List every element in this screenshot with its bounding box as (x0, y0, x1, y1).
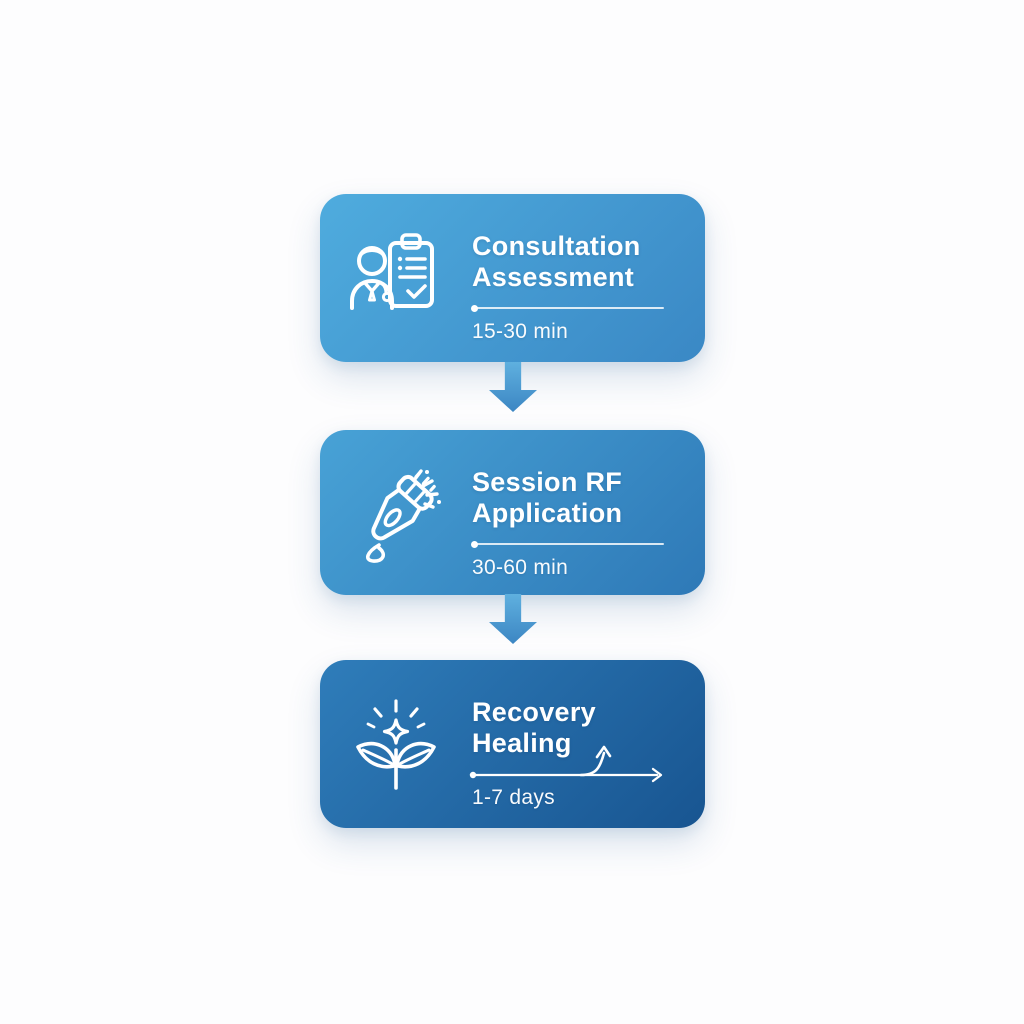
step-card-recovery: Recovery Healing 1-7 days (320, 660, 705, 828)
step-title: Session RF Application (472, 467, 623, 528)
step-duration: 30-60 min (472, 556, 569, 579)
plant-sparkle-icon (346, 694, 446, 794)
progress-arrow-icon (469, 745, 663, 783)
step-card-session-rf: Session RF Application 30-60 min (320, 430, 705, 595)
step-card-consultation: Consultation Assessment 15-30 min (320, 194, 705, 362)
step-title: Consultation Assessment (472, 231, 641, 292)
step-duration: 1-7 days (472, 786, 555, 809)
step-title: Recovery Healing (472, 697, 596, 758)
divider (469, 745, 664, 783)
doctor-clipboard-icon (346, 228, 446, 328)
rf-handpiece-icon (346, 464, 446, 564)
down-arrow-icon (489, 594, 537, 644)
down-arrow-icon (489, 362, 537, 412)
step-duration: 15-30 min (472, 320, 569, 343)
divider (471, 304, 664, 312)
divider (471, 540, 664, 548)
